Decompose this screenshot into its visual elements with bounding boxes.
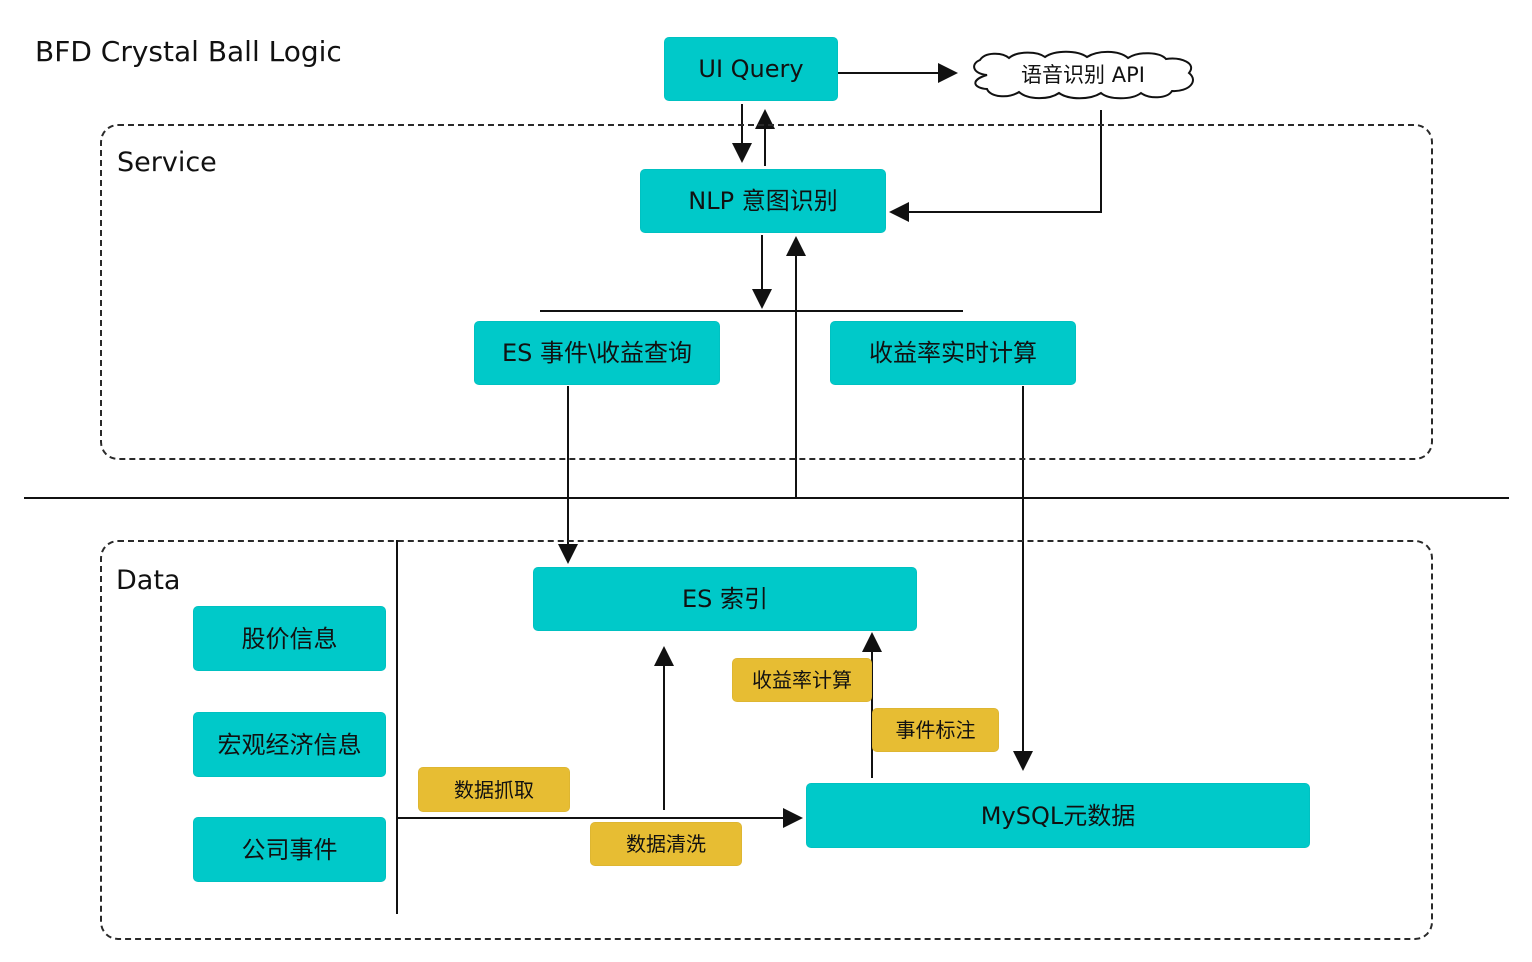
return-calc-tag: 收益率计算 — [732, 658, 872, 702]
company-events-node: 公司事件 — [193, 817, 386, 882]
mysql-metadata-node: MySQL元数据 — [806, 783, 1310, 848]
macro-info-node: 宏观经济信息 — [193, 712, 386, 777]
service-region-label: Service — [117, 147, 217, 178]
ui-query-node: UI Query — [664, 37, 838, 101]
es-index-node: ES 索引 — [533, 567, 917, 631]
data-region-label: Data — [116, 565, 181, 596]
cloud-shape — [973, 50, 1194, 100]
data-cleaning-tag: 数据清洗 — [590, 822, 742, 866]
speech-recognition-api-label: 语音识别 API — [1021, 63, 1145, 87]
realtime-return-calc-node: 收益率实时计算 — [830, 321, 1076, 385]
service-region — [100, 124, 1433, 460]
data-region — [100, 540, 1433, 940]
nlp-intent-node: NLP 意图识别 — [640, 169, 886, 233]
diagram-title: BFD Crystal Ball Logic — [35, 35, 342, 68]
es-event-query-node: ES 事件\收益查询 — [474, 321, 720, 385]
data-crawl-tag: 数据抓取 — [418, 767, 570, 812]
event-annotation-tag: 事件标注 — [872, 708, 999, 752]
stock-price-info-node: 股价信息 — [193, 606, 386, 671]
speech-recognition-api-node: 语音识别 API — [965, 50, 1201, 100]
